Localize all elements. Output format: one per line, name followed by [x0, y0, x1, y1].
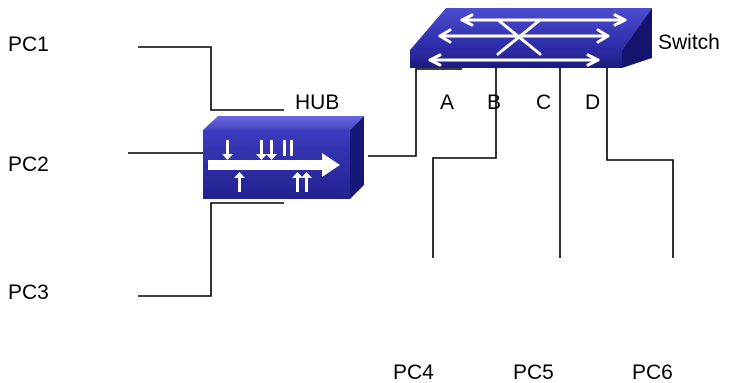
hub-device — [203, 116, 364, 199]
port-b-label: B — [487, 91, 502, 114]
switch-cross-arrows-icon — [428, 13, 627, 67]
pc1-label: PC1 — [8, 33, 49, 56]
pc2-label: PC2 — [8, 153, 49, 176]
pc4-label: PC4 — [393, 361, 434, 383]
link-switch-d-pc6 — [606, 64, 674, 258]
pc3-label: PC3 — [8, 281, 49, 304]
port-a-label: A — [440, 91, 455, 114]
switch-label: Switch — [658, 31, 720, 54]
link-switch-b-pc4 — [432, 64, 497, 258]
hub-top-face — [203, 116, 364, 130]
port-c-label: C — [536, 91, 552, 114]
connection-lines — [128, 46, 674, 297]
pc6-label: PC6 — [632, 361, 673, 383]
port-d-label: D — [585, 91, 601, 114]
link-pc3-hub — [138, 202, 284, 297]
hub-side-face — [350, 116, 364, 199]
pc5-label: PC5 — [513, 361, 554, 383]
link-pc1-hub — [138, 46, 284, 111]
link-hub-switch-a — [368, 68, 462, 157]
hub-arrow-icon — [208, 140, 340, 192]
hub-label: HUB — [295, 91, 340, 114]
switch-device — [410, 8, 652, 68]
switch-right-face — [622, 8, 652, 68]
